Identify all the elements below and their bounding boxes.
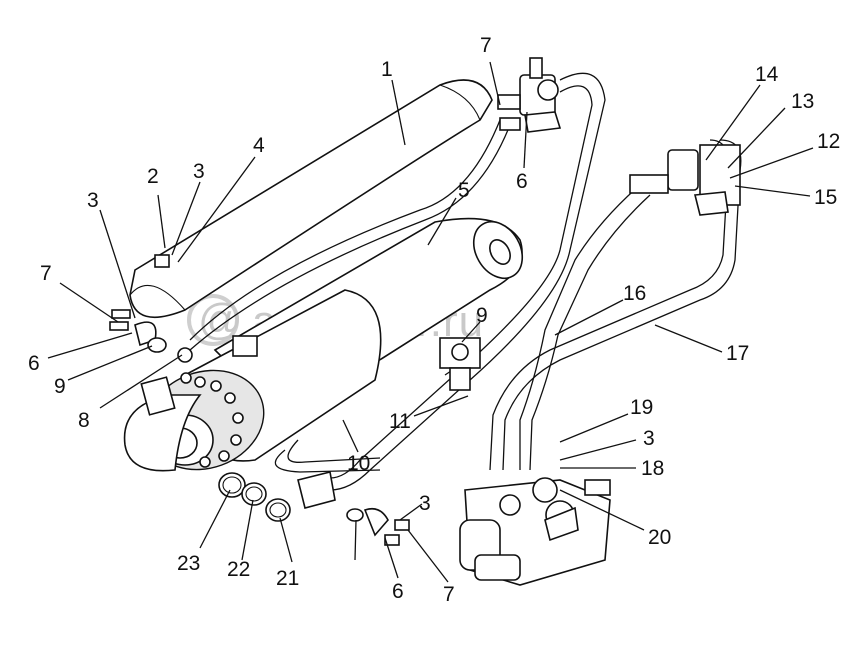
callout-20: 20 <box>648 526 671 549</box>
callout-18: 18 <box>641 457 664 480</box>
seal-rings <box>218 472 291 522</box>
part-5-cylinder <box>123 217 524 472</box>
callout-8: 8 <box>78 409 90 432</box>
callout-6: 6 <box>516 170 528 193</box>
lower-flange <box>297 471 410 546</box>
fitting-top-right <box>629 144 741 216</box>
callout-3: 3 <box>419 492 431 515</box>
callout-14: 14 <box>755 63 779 86</box>
callout-5: 5 <box>458 179 470 202</box>
callout-6: 6 <box>392 580 404 603</box>
callout-7: 7 <box>443 583 455 606</box>
callout-21: 21 <box>276 567 299 590</box>
callout-6: 6 <box>28 352 40 375</box>
callout-13: 13 <box>791 90 814 113</box>
callout-10: 10 <box>347 452 370 475</box>
part-11-valve-block <box>439 337 481 391</box>
callout-22: 22 <box>227 558 250 581</box>
callout-3: 3 <box>87 189 99 212</box>
callout-4: 4 <box>253 134 265 157</box>
callout-3: 3 <box>193 160 205 183</box>
callout-16: 16 <box>623 282 646 305</box>
callout-17: 17 <box>726 342 749 365</box>
callout-11: 11 <box>389 410 411 433</box>
callout-2: 2 <box>147 165 159 188</box>
callout-9: 9 <box>476 304 488 327</box>
part-1-cylinder <box>129 79 493 319</box>
callout-7: 7 <box>480 34 492 57</box>
callouts: 1 2 3 4 3 7 6 9 8 5 7 6 14 13 12 15 16 9… <box>28 34 840 606</box>
callout-9: 9 <box>54 375 66 398</box>
leader-lines <box>47 61 814 583</box>
callout-1: 1 <box>381 58 393 81</box>
callout-12: 12 <box>817 130 840 153</box>
callout-19: 19 <box>630 396 653 419</box>
callout-3: 3 <box>643 427 655 450</box>
callout-15: 15 <box>814 186 837 209</box>
part-20-valve-body <box>459 477 611 586</box>
bolt-ring <box>180 372 244 468</box>
fitting-top-center <box>497 57 562 133</box>
callout-7: 7 <box>40 262 52 285</box>
fitting-left <box>109 254 193 363</box>
callout-23: 23 <box>177 552 200 575</box>
